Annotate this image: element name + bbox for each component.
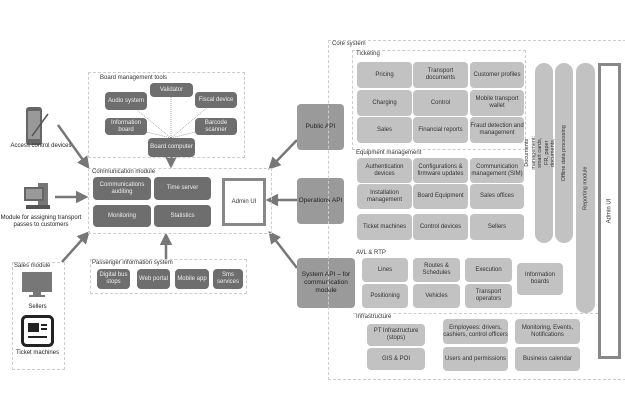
avl-title: AVL & RTP <box>356 250 386 256</box>
public-api: Public API <box>297 104 344 150</box>
ticketing-group <box>352 50 526 150</box>
mobile-app: Mobile app <box>175 269 209 289</box>
avl-item: Routes & Schedules <box>413 258 460 282</box>
infrastructure-item: Users and permissions <box>443 347 508 371</box>
sales-module-title: Sales module <box>14 263 51 269</box>
access-control-label: Access control devices <box>10 143 72 149</box>
sms-services: Sms services <box>213 269 243 289</box>
equipment-item: Board Equipment <box>413 184 468 209</box>
sellers-label: Sellers <box>28 304 47 310</box>
reporting-module-label: Reporting module <box>582 166 589 210</box>
ticketing-item: Charging <box>357 90 412 116</box>
digital-bus-stops: Digital bus stops <box>97 269 130 289</box>
admin-ui-core-label: Admin UI <box>606 198 613 224</box>
monitoring: Monitoring <box>93 205 151 227</box>
avl-item: Transport operators <box>465 284 512 308</box>
ticketing-item: Mobile transport wallet <box>470 90 524 116</box>
infrastructure-group <box>353 313 603 376</box>
offline-processing-label: Offline data processing <box>560 124 567 182</box>
ticketing-item: Pricing <box>357 62 412 88</box>
ticketing-item: Transport documents <box>413 62 468 88</box>
system-api: System API – for communication module <box>297 258 355 308</box>
documents-management-bar: Documents management: smart cards, FR, p… <box>524 63 563 243</box>
ticketing-item: Fraud detection and management <box>470 117 524 143</box>
board-tools-title: Board management tools <box>100 75 168 81</box>
computer-icon <box>24 183 50 209</box>
ticket-machine-icon <box>21 315 54 347</box>
equipment-item: Ticket machines <box>357 214 412 240</box>
core-system-title: Core system <box>332 41 366 47</box>
avl-item: Information boards <box>517 263 563 295</box>
equipment-item: Sellers <box>470 214 524 240</box>
barcode-scanner: Barcode scanner <box>195 118 237 135</box>
equipment-title: Equipment management <box>356 150 422 156</box>
avl-item: Lines <box>362 258 408 282</box>
pis-title: Passenger information system <box>92 260 173 266</box>
ticketing-item: Control <box>413 90 468 116</box>
audio-system: Audio system <box>105 92 147 110</box>
equipment-item: Sales offices <box>470 184 524 209</box>
ticketing-title: Ticketing <box>356 51 380 57</box>
equipment-item: Control devices <box>413 214 468 240</box>
time-server: Time server <box>154 177 211 200</box>
sales-module-group <box>12 262 65 370</box>
monitor-icon <box>22 272 52 297</box>
ticketing-item: Financial reports <box>413 117 468 143</box>
ticketing-item: Sales <box>357 117 412 143</box>
validator: Validator <box>150 83 193 97</box>
infrastructure-item: Monitoring, Events, Notifications <box>515 319 580 344</box>
communications-auditing: Communications auditing <box>93 177 151 200</box>
avl-item: Vehicles <box>413 284 460 308</box>
ticket-machines-label: Ticket machines <box>15 350 60 356</box>
communication-module-group <box>88 168 272 234</box>
infrastructure-item: Employees: drivers, cashiers, control of… <box>443 319 508 344</box>
offline-processing-bar: Offline data processing <box>555 63 573 243</box>
infrastructure-item: Business calendar <box>515 347 580 371</box>
admin-ui-comm: Admin UI <box>222 178 266 226</box>
fiscal-device: Fiscal device <box>195 92 237 108</box>
operations-api: Operations API <box>297 178 344 224</box>
ticketing-item: Customer profiles <box>470 62 524 88</box>
reporting-module-bar: Reporting module <box>576 63 595 313</box>
infrastructure-item: GIS & POI <box>367 348 425 370</box>
equipment-item: Authentication devices <box>357 158 412 183</box>
board-computer: Board computer <box>148 138 195 157</box>
statistics: Statistics <box>154 205 211 227</box>
communication-module-title: Communication module <box>92 169 156 175</box>
information-board: Information board <box>105 118 147 135</box>
core-system-group <box>328 40 625 380</box>
equipment-item: Installation management <box>357 184 412 209</box>
tablet-icon <box>26 107 49 145</box>
avl-item: Execution <box>465 258 512 282</box>
transport-passes-label: Module for assigning transport passes to… <box>0 215 82 229</box>
web-portal: Web portal <box>137 269 170 289</box>
pis-group <box>90 259 247 294</box>
equipment-item: Communication management (SIM) <box>470 158 524 183</box>
infrastructure-item: PT Infrastructure (stops) <box>367 324 425 346</box>
board-tools-group <box>88 72 245 158</box>
admin-ui-core: Admin UI <box>598 63 621 359</box>
infrastructure-title: Infrastructure <box>356 314 392 320</box>
equipment-item: Configurations & firmware updates <box>413 158 468 183</box>
avl-item: Positioning <box>362 284 408 308</box>
